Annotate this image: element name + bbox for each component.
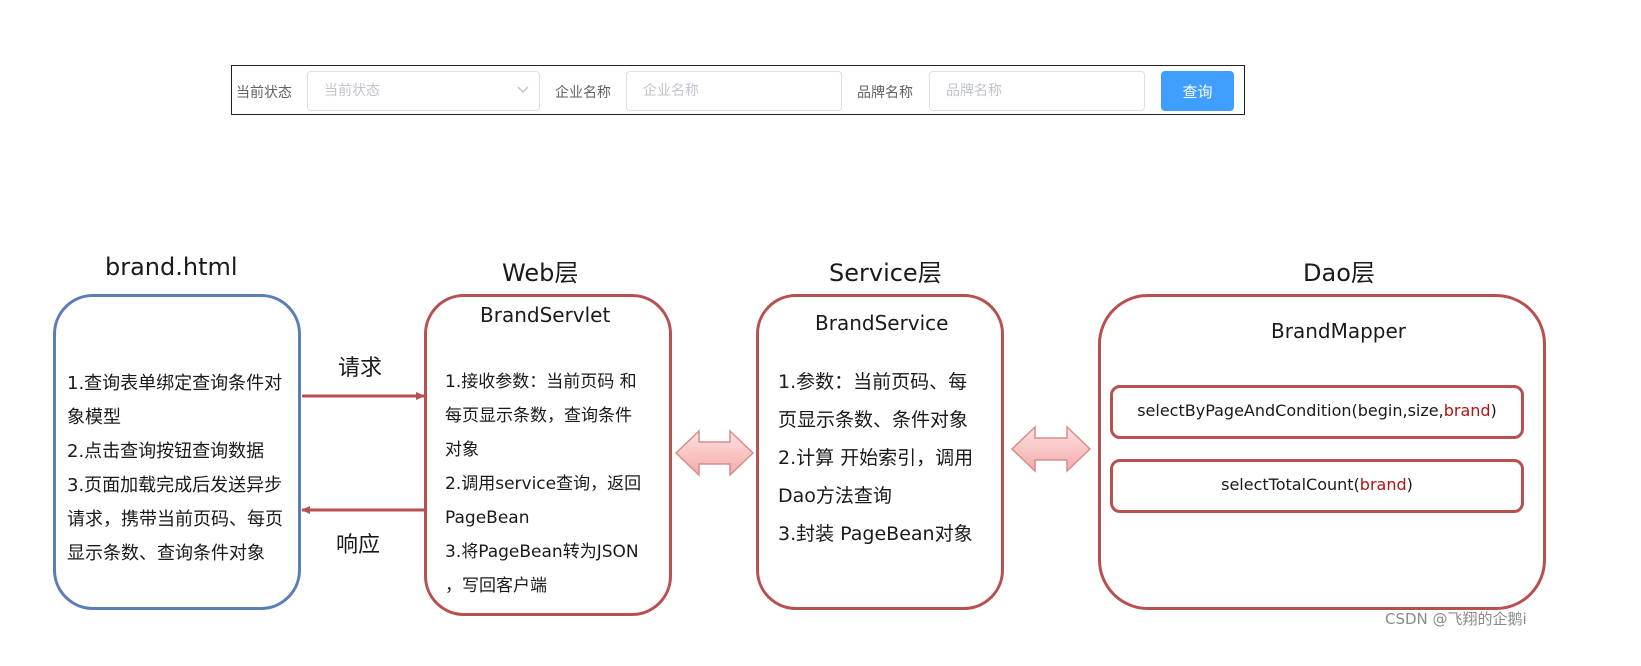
brand-name-input[interactable] [929, 71, 1145, 111]
frontend-step-line: 显示条数、查询条件对象 [67, 543, 265, 564]
web-box-title: BrandServlet [480, 303, 611, 327]
brand-label: 品牌名称 [857, 85, 913, 101]
service-step-line: Dao方法查询 [778, 485, 892, 507]
web-step-line: PageBean [445, 508, 530, 528]
web-step-line: 每页显示条数，查询条件 [445, 406, 632, 426]
service-step-line: 3.封装 PageBean对象 [778, 523, 973, 545]
method-name: selectTotalCount( [1221, 475, 1360, 494]
frontend-step-line: 请求，携带当前页码、每页 [67, 509, 283, 530]
frontend-step-line: 象模型 [67, 407, 121, 428]
method-select-total-count: selectTotalCount(brand) [1110, 459, 1524, 513]
layer-title-frontend: brand.html [105, 253, 238, 281]
company-label: 企业名称 [555, 85, 611, 101]
dao-box: BrandMapper selectByPageAndCondition(beg… [1098, 294, 1546, 610]
request-label: 请求 [338, 356, 383, 381]
frontend-box: 1.查询表单绑定查询条件对 象模型 2.点击查询按钮查询数据 3.页面加载完成后… [53, 294, 301, 610]
layer-title-service: Service层 [829, 259, 942, 287]
method-param: brand [1443, 401, 1491, 420]
web-step-line: 2.调用service查询，返回 [445, 474, 642, 494]
method-select-by-page: selectByPageAndCondition(begin,size,bran… [1110, 385, 1524, 439]
web-step-line: 对象 [445, 440, 479, 460]
query-button[interactable]: 查询 [1161, 71, 1234, 111]
web-box: BrandServlet 1.接收参数：当前页码 和 每页显示条数，查询条件 对… [424, 294, 672, 616]
frontend-step-line: 2.点击查询按钮查询数据 [67, 441, 265, 462]
layer-title-dao: Dao层 [1303, 259, 1375, 287]
web-service-double-arrow [674, 429, 755, 477]
status-label: 当前状态 [236, 85, 292, 101]
service-dao-double-arrow [1010, 425, 1092, 473]
status-select-placeholder: 当前状态 [324, 83, 380, 99]
dao-box-title: BrandMapper [1271, 319, 1406, 343]
web-step-line: 3.将PageBean转为JSON [445, 542, 639, 562]
method-close: ) [1490, 401, 1497, 420]
method-close: ) [1406, 475, 1413, 494]
web-steps: 1.接收参数：当前页码 和 每页显示条数，查询条件 对象 2.调用service… [445, 365, 671, 603]
company-name-input[interactable] [626, 71, 842, 111]
method-param: brand [1359, 475, 1407, 494]
status-select[interactable]: 当前状态 [307, 71, 540, 111]
web-step-line: ，写回客户端 [445, 576, 547, 596]
response-label: 响应 [336, 533, 381, 558]
service-steps: 1.参数：当前页码、每 页显示条数、条件对象 2.计算 开始索引，调用 Dao方… [778, 363, 1002, 553]
chevron-down-icon [517, 86, 529, 94]
frontend-step-line: 1.查询表单绑定查询条件对 [67, 373, 283, 394]
service-step-line: 1.参数：当前页码、每 [778, 371, 968, 393]
method-name: selectByPageAndCondition(begin,size, [1137, 401, 1444, 420]
frontend-step-line: 3.页面加载完成后发送异步 [67, 475, 283, 496]
service-box-title: BrandService [815, 311, 949, 335]
layer-title-web: Web层 [502, 259, 579, 287]
web-step-line: 1.接收参数：当前页码 和 [445, 372, 637, 392]
search-form: 当前状态 当前状态 企业名称 品牌名称 查询 [231, 65, 1245, 115]
frontend-steps: 1.查询表单绑定查询条件对 象模型 2.点击查询按钮查询数据 3.页面加载完成后… [67, 367, 299, 571]
csdn-watermark: CSDN @飞翔的企鹅i [1385, 610, 1527, 628]
service-step-line: 页显示条数、条件对象 [778, 409, 969, 431]
service-box: BrandService 1.参数：当前页码、每 页显示条数、条件对象 2.计算… [756, 294, 1004, 610]
service-step-line: 2.计算 开始索引，调用 [778, 447, 974, 469]
